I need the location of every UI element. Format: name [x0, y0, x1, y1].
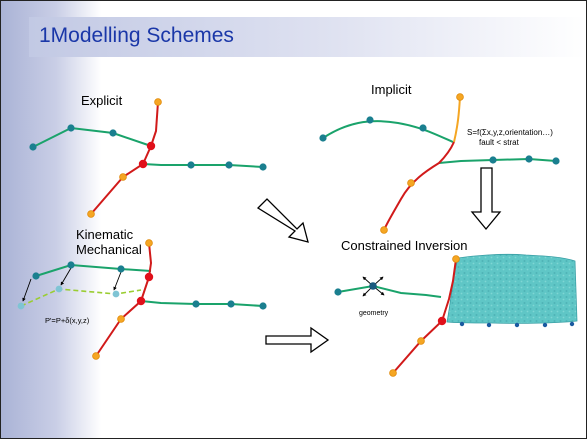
arrow-explicit-to-constrained — [256, 198, 309, 243]
arrow-kinematic-to-constrained — [265, 326, 330, 354]
horizon-node — [542, 322, 548, 328]
horizon-node — [227, 300, 235, 308]
horizon-node — [334, 288, 342, 296]
horizon-node — [117, 265, 125, 273]
intersection-node — [136, 296, 146, 306]
displaced-node — [112, 290, 120, 298]
horizon-node — [552, 157, 560, 165]
kinematic-formula: P'=P+δ(x,y,z) — [45, 316, 90, 325]
explicit-label: Explicit — [81, 93, 123, 108]
implicit-lower-horizon — [438, 157, 557, 164]
horizon-node — [486, 322, 492, 328]
horizon-node — [259, 302, 267, 310]
horizon-node — [32, 272, 40, 280]
displacement-arrow — [113, 271, 122, 291]
kinematic-displaced-horizon — [20, 288, 142, 307]
horizon-node — [514, 322, 520, 328]
horizon-node — [187, 161, 195, 169]
fault-node — [417, 337, 425, 345]
horizon-node — [369, 282, 377, 290]
kinematic-nodes — [17, 239, 267, 360]
kinematic-label-line2: Mechanical — [76, 242, 142, 257]
fault-node — [452, 255, 460, 263]
implicit-panel: Implicit S=f(Σx,y,z,orientation…) fault … — [319, 82, 560, 234]
horizon-node — [192, 300, 200, 308]
implicit-fault-line — [383, 141, 455, 231]
horizon-node — [67, 124, 75, 132]
horizon-node — [319, 134, 327, 142]
fault-node — [380, 226, 388, 234]
left-gradient-bar — [1, 1, 101, 438]
geometry-label: geometry — [359, 310, 389, 317]
implicit-fault-upper — [453, 96, 461, 143]
fault-node — [389, 369, 397, 377]
fault-node — [407, 179, 415, 187]
kinematic-panel: Kinematic Mechanical P'=P+δ(x,y,z) — [17, 227, 267, 360]
horizon-node — [366, 116, 374, 124]
horizon-node — [225, 161, 233, 169]
kinematic-lower-horizon — [140, 300, 264, 307]
title-bar — [29, 17, 586, 57]
horizon-node — [489, 156, 497, 164]
fault-node — [87, 210, 95, 218]
horizon-node — [419, 124, 427, 132]
horizon-node — [67, 261, 75, 269]
implicit-nodes — [319, 93, 560, 234]
explicit-nodes — [29, 98, 267, 218]
volume-bottom-markers — [459, 321, 575, 328]
implicit-label: Implicit — [371, 82, 412, 97]
fault-node — [119, 173, 127, 181]
implicit-upper-horizon — [322, 120, 454, 143]
kinematic-label-line1: Kinematic — [76, 227, 134, 242]
horizon-node — [525, 155, 533, 163]
kinematic-upper-horizon — [35, 263, 152, 277]
constrained-label: Constrained Inversion — [341, 238, 467, 253]
horizon-node — [259, 163, 267, 171]
displaced-node — [55, 285, 63, 293]
intersection-node — [146, 141, 156, 151]
explicit-fault-line — [90, 101, 159, 215]
horizon-node — [459, 321, 465, 327]
intersection-node — [437, 316, 447, 326]
constrained-nodes — [334, 255, 460, 377]
constrained-horizon — [337, 284, 442, 298]
slide-title: 1Modelling Schemes — [39, 24, 234, 47]
kinematic-fault-line — [95, 242, 153, 357]
intersection-node — [144, 272, 154, 282]
horizon-node — [29, 143, 37, 151]
fault-node — [456, 93, 464, 101]
implicit-formula-line2: fault < strat — [479, 138, 520, 147]
constrained-fault-line — [392, 258, 457, 374]
explicit-upper-horizon — [32, 126, 152, 148]
displaced-node — [17, 302, 25, 310]
fault-node — [145, 239, 153, 247]
fault-node — [92, 352, 100, 360]
constrained-panel: Constrained Inversion geometr — [334, 238, 578, 377]
arrow-implicit-to-constrained — [470, 167, 502, 231]
fault-node — [117, 315, 125, 323]
explicit-lower-horizon — [142, 163, 264, 168]
inversion-volume — [446, 253, 578, 324]
fault-node — [154, 98, 162, 106]
displacement-arrow — [60, 267, 72, 286]
horizon-node — [569, 321, 575, 327]
intersection-node — [138, 159, 148, 169]
horizon-node — [109, 129, 117, 137]
implicit-formula-line1: S=f(Σx,y,z,orientation…) — [467, 128, 553, 137]
explicit-panel: Explicit — [29, 93, 267, 218]
displacement-arrow — [22, 278, 32, 302]
